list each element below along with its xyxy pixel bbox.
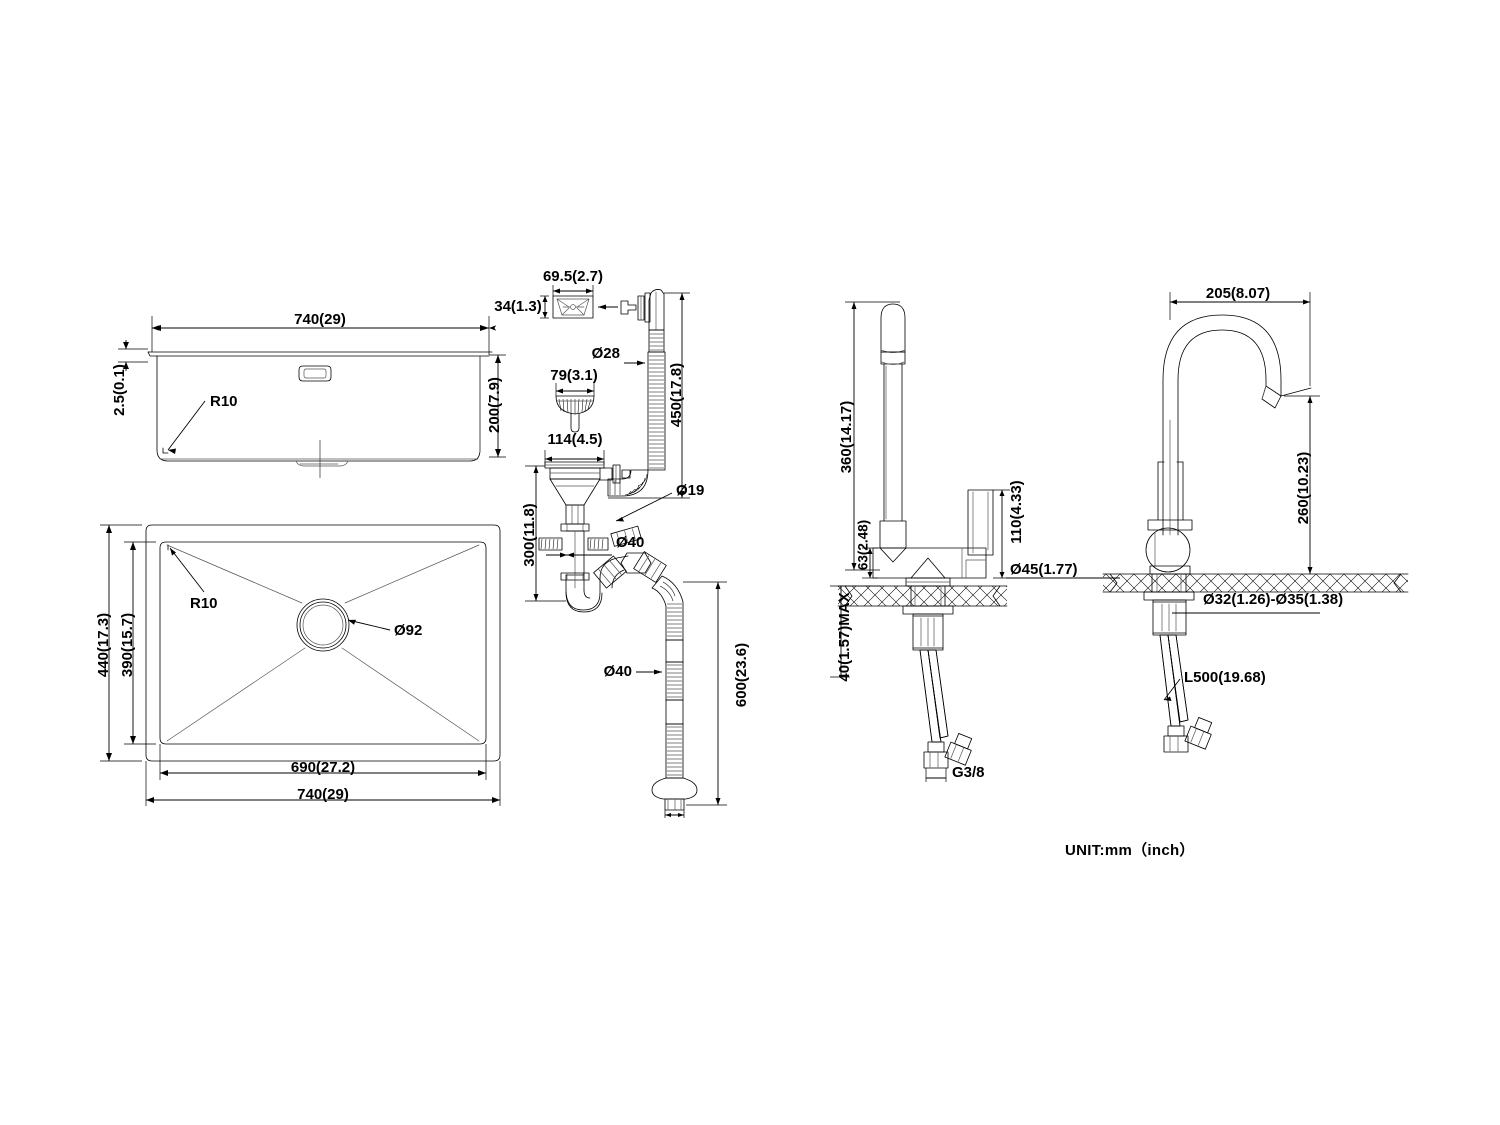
- dim-waste-hose-length: [683, 581, 727, 806]
- label-small-outlet: Ø19: [676, 482, 704, 499]
- label-sink-depth: 200(7.9): [486, 377, 503, 433]
- label-sink-side-width: 740(29): [294, 311, 346, 328]
- label-strainer-basket: 79(3.1): [550, 367, 598, 384]
- label-trap-dia: Ø40: [616, 534, 644, 551]
- label-faucet1-counter-thickness: 40(1.57)MAX: [836, 592, 853, 681]
- label-overflow-hose-dia: Ø28: [592, 345, 620, 362]
- dim-sink-side-width: [151, 316, 497, 355]
- dim-overflow-cover-width: [552, 285, 594, 296]
- p-trap: [565, 574, 603, 613]
- leader-sink-side-radius: [167, 400, 206, 454]
- faucet-gooseneck: 205(8.07): [1102, 285, 1409, 753]
- sink-top-plan: Ø92 R10 440(17.3) 390(15.7): [95, 524, 501, 806]
- waste-flex-hose: [651, 575, 698, 811]
- label-faucet2-hose-length: L500(19.68): [1184, 669, 1266, 686]
- label-sink-thickness: 2.5(0.1): [111, 364, 128, 416]
- label-plan-outer-width: 740(29): [297, 786, 349, 803]
- label-sink-side-radius: R10: [210, 393, 238, 410]
- label-drain-dia: Ø92: [394, 622, 422, 639]
- label-faucet1-base-dia: Ø45(1.77): [1010, 561, 1078, 578]
- sink-slope-lines: [166, 544, 480, 742]
- label-waste-hose-dia: Ø40: [604, 663, 632, 680]
- faucet1-mount-nut: [902, 605, 954, 651]
- dim-faucet1-thread: [925, 768, 947, 782]
- faucet1-handle: [967, 489, 994, 556]
- sink-side-elevation: 740(29) 2.5(0.1) 200(7.9): [111, 311, 506, 478]
- dim-faucet1-body-height: [862, 547, 878, 579]
- dim-faucet2-reach: [1169, 292, 1311, 386]
- drain-overflow-assembly: 69.5(2.7) 34(1.3): [494, 268, 750, 818]
- label-faucet1-body-height: 63(2.48): [856, 520, 871, 570]
- dim-overflow-cover-height: [540, 295, 549, 319]
- strainer-waste-body: [544, 461, 631, 581]
- dim-strainer-basket: [555, 383, 595, 396]
- faucet1-escutcheon: [905, 577, 951, 587]
- dim-faucet1-height: [845, 301, 900, 571]
- leader-small-outlet: [615, 492, 673, 522]
- dim-trap-drop: [525, 465, 566, 602]
- dim-plan-outer-height: [100, 524, 142, 762]
- leader-trap-dia: [546, 552, 612, 558]
- leader-faucet2-hose-length: [1163, 678, 1181, 701]
- label-plan-inner-height: 390(15.7): [119, 613, 136, 677]
- overflow-hose: [607, 289, 666, 497]
- dim-strainer-flange: [544, 450, 605, 465]
- label-faucet2-hole-dia: Ø32(1.26)-Ø35(1.38): [1203, 591, 1343, 608]
- leader-waste-hose-dia: [636, 669, 662, 675]
- dim-plan-outer-width: [145, 761, 501, 806]
- sink-drain-hole: [296, 598, 350, 652]
- dim-faucet1-counter-thickness: [830, 585, 880, 678]
- dim-plan-inner-width: [159, 744, 487, 780]
- label-trap-drop: 300(11.8): [521, 503, 538, 566]
- overflow-cover-arrow: [598, 304, 618, 310]
- faucet-straight-spout: 360(14.17): [830, 301, 1120, 782]
- waste-branch-fittings: [538, 525, 642, 551]
- sink-side-body: [147, 351, 493, 478]
- label-plan-radius: R10: [190, 595, 218, 612]
- countertop-1: [837, 585, 1008, 607]
- dim-plan-inner-height: [124, 541, 156, 745]
- label-faucet1-height: 360(14.17): [838, 401, 855, 474]
- label-plan-outer-height: 440(17.3): [95, 613, 112, 677]
- faucet1-body: [872, 547, 987, 579]
- unit-note: UNIT:mm（inch）: [1065, 841, 1195, 859]
- countertop-2: [1102, 573, 1409, 593]
- overflow-cover: [552, 295, 594, 319]
- strainer-basket: [555, 395, 595, 433]
- label-plan-inner-width: 690(27.2): [291, 759, 355, 776]
- faucet2-supply-hoses: [1159, 634, 1213, 753]
- leader-overflow-hose-dia: [624, 360, 645, 366]
- label-faucet1-thread: G3/8: [952, 764, 985, 781]
- label-overflow-cover-width: 69.5(2.7): [543, 268, 603, 285]
- label-faucet2-spout-height: 260(10.23): [1295, 452, 1312, 525]
- overflow-connector: [620, 292, 651, 323]
- dim-faucet1-handle-height: [993, 489, 1010, 579]
- label-strainer-flange: 114(4.5): [547, 431, 602, 448]
- faucet2-mount-nut: [1143, 591, 1195, 636]
- leader-drain-dia: [347, 619, 391, 631]
- faucet1-spout: [879, 303, 907, 563]
- label-faucet1-handle-height: 110(4.33): [1008, 480, 1025, 543]
- label-overflow-cover-height: 34(1.3): [494, 298, 542, 315]
- leader-plan-radius: [167, 544, 205, 593]
- label-overflow-hose-length: 450(17.8): [668, 363, 685, 427]
- dim-sink-thickness: [118, 340, 148, 371]
- dim-waste-hose-outlet: [664, 810, 685, 818]
- label-waste-hose-length: 600(23.6): [733, 643, 750, 707]
- label-faucet2-reach: 205(8.07): [1206, 285, 1270, 302]
- faucet1-supply-hoses: [919, 649, 973, 769]
- dim-overflow-hose-length: [608, 292, 690, 499]
- faucet2-spout: [1157, 314, 1312, 536]
- faucet2-handle: [1145, 519, 1193, 575]
- dim-faucet2-spout-height: [1284, 395, 1320, 574]
- trap-outlet-elbow: [593, 551, 667, 589]
- dim-sink-depth: [489, 354, 506, 458]
